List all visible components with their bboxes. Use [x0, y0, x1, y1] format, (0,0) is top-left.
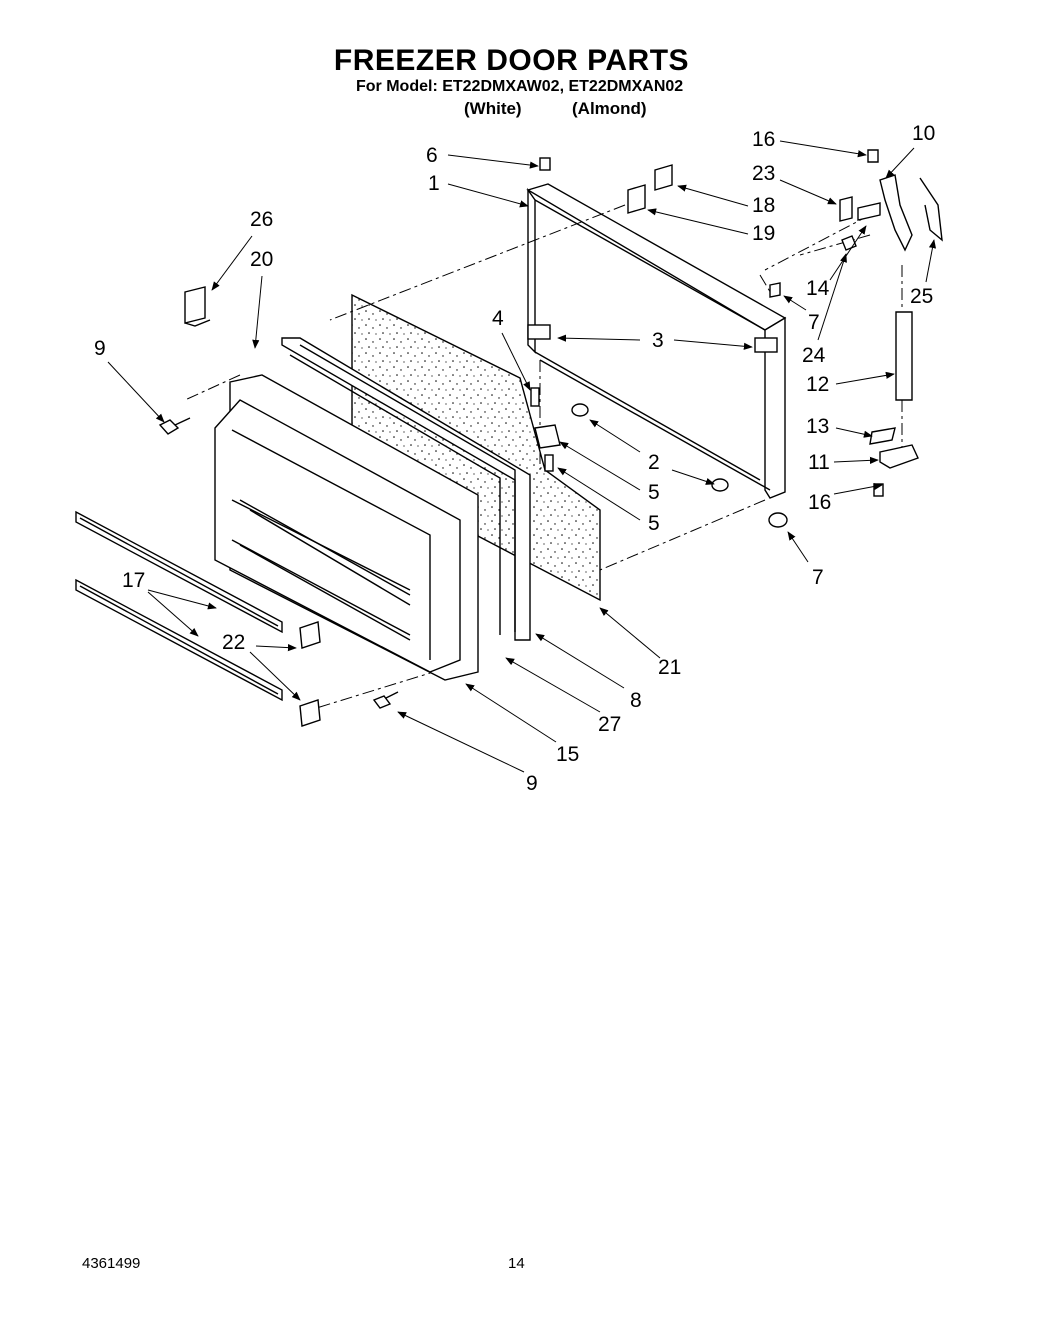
- callout-label: 5: [648, 481, 660, 504]
- door-liner: [214, 374, 479, 681]
- trim-end-caps: [299, 621, 321, 727]
- callout-label: 27: [598, 713, 621, 736]
- page-number: 14: [508, 1255, 525, 1272]
- document-number: 4361499: [82, 1255, 141, 1272]
- door-trim-lower: [75, 578, 283, 702]
- hinge-parts: [530, 149, 943, 528]
- callout-label: 19: [752, 222, 775, 245]
- callout-label: 18: [752, 194, 775, 217]
- door-frame: [526, 183, 787, 499]
- door-gasket: [281, 337, 531, 641]
- callout-label: 6: [426, 144, 438, 167]
- callout-label: 21: [658, 656, 681, 679]
- screw-9-upper: [158, 417, 191, 435]
- callout-label: 9: [526, 772, 538, 795]
- bracket-26: [184, 286, 211, 327]
- callout-label: 7: [808, 311, 820, 334]
- door-trim-upper: [75, 510, 283, 634]
- callout-label: 3: [652, 329, 664, 352]
- callout-label: 25: [910, 285, 933, 308]
- callout-label: 1: [428, 172, 440, 195]
- callout-label: 9: [94, 337, 106, 360]
- callout-label: 13: [806, 415, 829, 438]
- callout-label: 4: [492, 307, 504, 330]
- callout-label: 2: [648, 451, 660, 474]
- callout-label: 22: [222, 631, 245, 654]
- construction-lines: [184, 204, 903, 711]
- callout-label: 15: [556, 743, 579, 766]
- callout-label: 11: [808, 451, 830, 474]
- color-almond-label: (Almond): [572, 99, 647, 118]
- callouts: 6 1 16 10 23 18 19 26 20 14 25 7 4 3 24 …: [94, 122, 937, 795]
- callout-label: 17: [122, 569, 145, 592]
- callout-label: 14: [806, 277, 830, 300]
- callout-label: 20: [250, 248, 273, 271]
- callout-label: 12: [806, 373, 829, 396]
- color-white-label: (White): [464, 99, 522, 118]
- callout-label: 10: [912, 122, 935, 145]
- callout-label: 26: [250, 208, 273, 231]
- callout-label: 7: [812, 566, 824, 589]
- callout-label: 16: [752, 128, 775, 151]
- callout-label: 5: [648, 512, 660, 535]
- page-title: FREEZER DOOR PARTS: [333, 44, 690, 77]
- callout-label: 24: [802, 344, 826, 367]
- model-line: For Model: ET22DMXAW02, ET22DMXAN02: [356, 78, 684, 95]
- callout-label: 8: [630, 689, 642, 712]
- screw-9-lower: [372, 691, 399, 709]
- callout-label: 16: [808, 491, 831, 514]
- callout-label: 23: [752, 162, 775, 185]
